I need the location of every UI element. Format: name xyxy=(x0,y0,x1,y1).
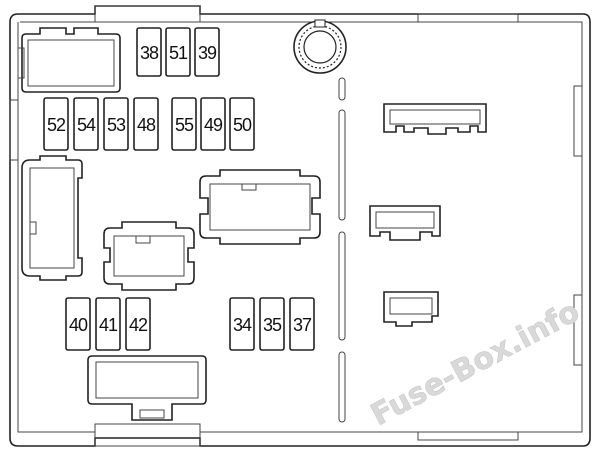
fuse-slots: 38 51 39 52 54 53 48 55 49 50 40 41 42 34 35 37 xyxy=(43,27,315,351)
fuse-label: 48 xyxy=(137,115,156,135)
fuse-label: 55 xyxy=(175,115,194,135)
fuse-slot xyxy=(194,27,220,77)
grommet xyxy=(293,19,347,74)
fuse-slot xyxy=(95,297,121,351)
connector-right-1 xyxy=(383,103,487,135)
relay-center-small xyxy=(103,221,195,291)
fuse-slot xyxy=(103,97,129,151)
connector-right-3 xyxy=(383,291,439,327)
fuse-slot xyxy=(229,97,255,151)
fuse-slot xyxy=(289,297,315,351)
fuse-slot xyxy=(259,297,285,351)
fuse-slot xyxy=(200,97,226,151)
fuse-label: 49 xyxy=(204,115,223,135)
relay-center-large xyxy=(199,169,321,245)
relay-top-left xyxy=(17,27,121,93)
fuse-slot xyxy=(229,297,255,351)
fuse-slot xyxy=(65,297,91,351)
fuse-slot xyxy=(171,97,197,151)
fuse-label: 41 xyxy=(99,315,118,335)
fuse-slot xyxy=(73,97,99,151)
fuse-slot xyxy=(165,27,191,77)
fuse-label: 39 xyxy=(198,43,217,63)
fuse-label: 50 xyxy=(233,115,252,135)
fuse-slot xyxy=(136,27,162,77)
connector-bottom xyxy=(87,355,207,421)
fuse-label: 37 xyxy=(293,315,312,335)
connector-right-2 xyxy=(369,205,441,241)
fuse-label: 35 xyxy=(263,315,282,335)
fuse-label: 34 xyxy=(233,315,252,335)
fuse-label: 38 xyxy=(140,43,159,63)
fuse-slot xyxy=(133,97,159,151)
fuse-label: 42 xyxy=(129,315,148,335)
fuse-label: 54 xyxy=(77,115,96,135)
fuse-label: 52 xyxy=(47,115,66,135)
fuse-slot xyxy=(43,97,69,151)
fuse-label: 53 xyxy=(107,115,126,135)
fuse-label: 40 xyxy=(69,315,88,335)
fuse-label: 51 xyxy=(169,43,188,63)
relay-left-tall xyxy=(21,155,83,281)
fuse-slot xyxy=(125,297,151,351)
